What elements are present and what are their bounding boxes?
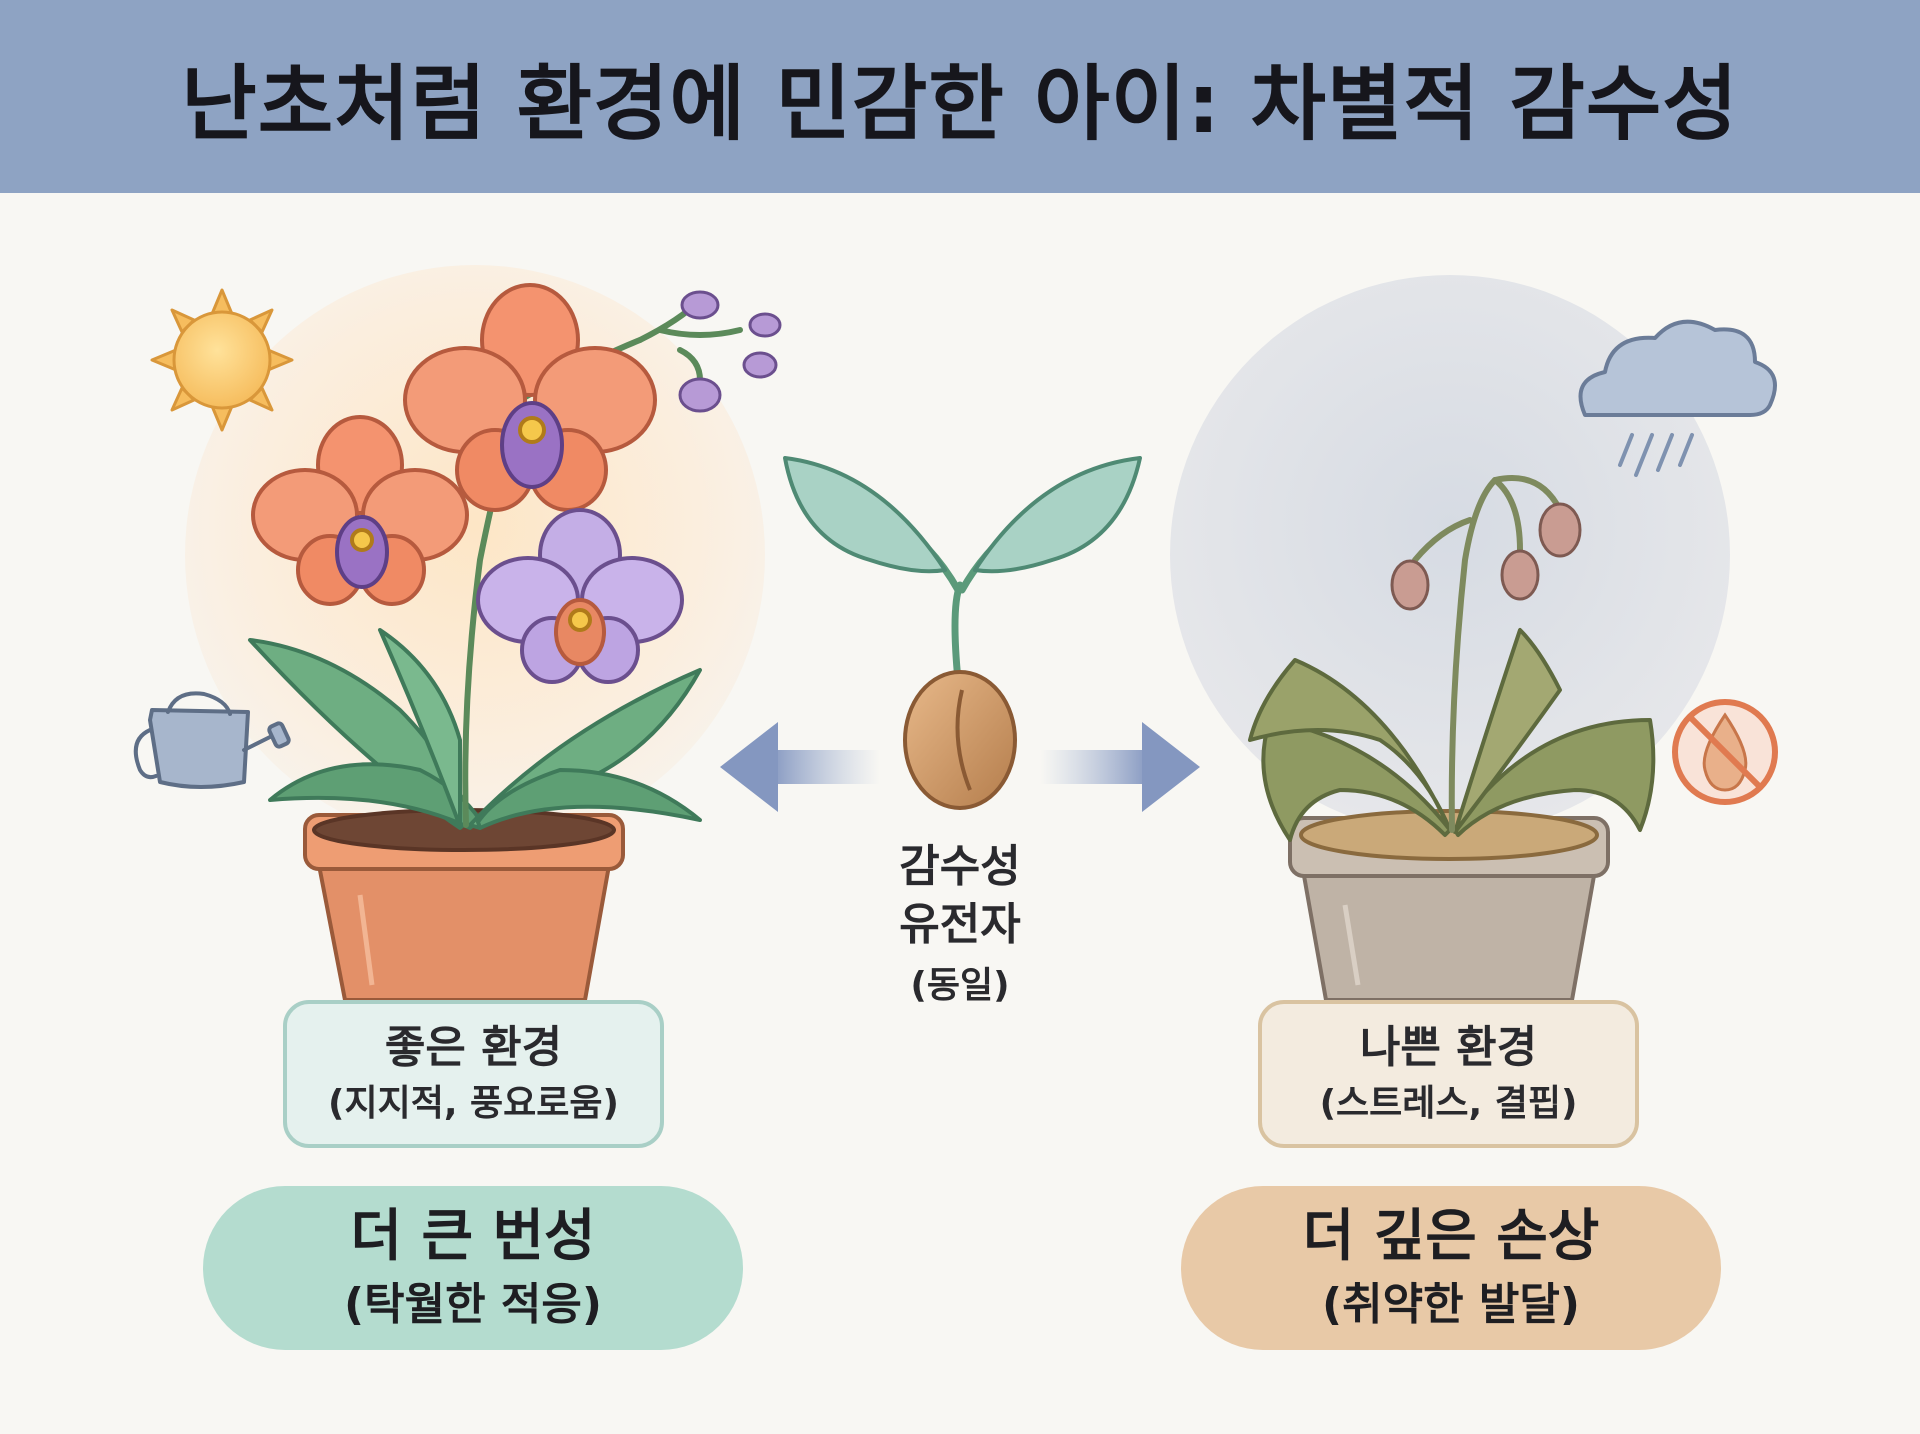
bad-env-subtitle: (스트레스, 결핍)	[1319, 1083, 1578, 1124]
orchid-flower-left	[251, 415, 469, 606]
header-banner: 난초처럼 환경에 민감한 아이: 차별적 감수성	[0, 0, 1920, 193]
wilted-buds	[1390, 502, 1582, 611]
arrow-left-icon	[720, 722, 880, 812]
wilted-stem	[1412, 475, 1563, 833]
bad-outcome-pill: 더 깊은 손상 (취약한 발달)	[1181, 1186, 1721, 1350]
seedling-icon	[783, 456, 1142, 810]
sun-icon	[150, 288, 294, 432]
orchid-buds	[678, 290, 782, 413]
grey-pot	[1288, 809, 1610, 1002]
bad-env-box: 나쁜 환경 (스트레스, 결핍)	[1258, 1000, 1639, 1148]
center-label-line3: (동일)	[910, 965, 1010, 1006]
orchid-flower-top	[403, 283, 657, 512]
watering-can-icon	[133, 691, 291, 789]
terracotta-pot	[303, 808, 625, 1002]
orchid-flower-purple	[476, 508, 684, 684]
good-env-box: 좋은 환경 (지지적, 풍요로움)	[283, 1000, 664, 1148]
bad-env-title: 나쁜 환경	[1359, 1022, 1538, 1073]
bad-outcome-title: 더 깊은 손상	[1302, 1204, 1600, 1269]
good-outcome-subtitle: (탁월한 적응)	[344, 1279, 602, 1330]
arrow-right-icon	[1040, 722, 1200, 812]
page-title: 난초처럼 환경에 민감한 아이: 차별적 감수성	[181, 57, 1739, 152]
bad-outcome-subtitle: (취약한 발달)	[1322, 1279, 1580, 1330]
center-label: 감수성 유전자 (동일)	[840, 838, 1080, 1014]
center-label-line1: 감수성	[899, 841, 1021, 892]
good-outcome-pill: 더 큰 번성 (탁월한 적응)	[203, 1186, 743, 1350]
good-env-title: 좋은 환경	[384, 1022, 563, 1073]
center-label-line2: 유전자	[899, 899, 1021, 950]
rain-cloud-icon	[1578, 319, 1777, 477]
wilted-leaves	[1248, 628, 1656, 842]
no-water-icon	[1672, 699, 1778, 805]
orchid-leaves	[248, 628, 702, 830]
good-env-subtitle: (지지적, 풍요로움)	[328, 1083, 619, 1124]
good-outcome-title: 더 큰 번성	[350, 1204, 596, 1269]
